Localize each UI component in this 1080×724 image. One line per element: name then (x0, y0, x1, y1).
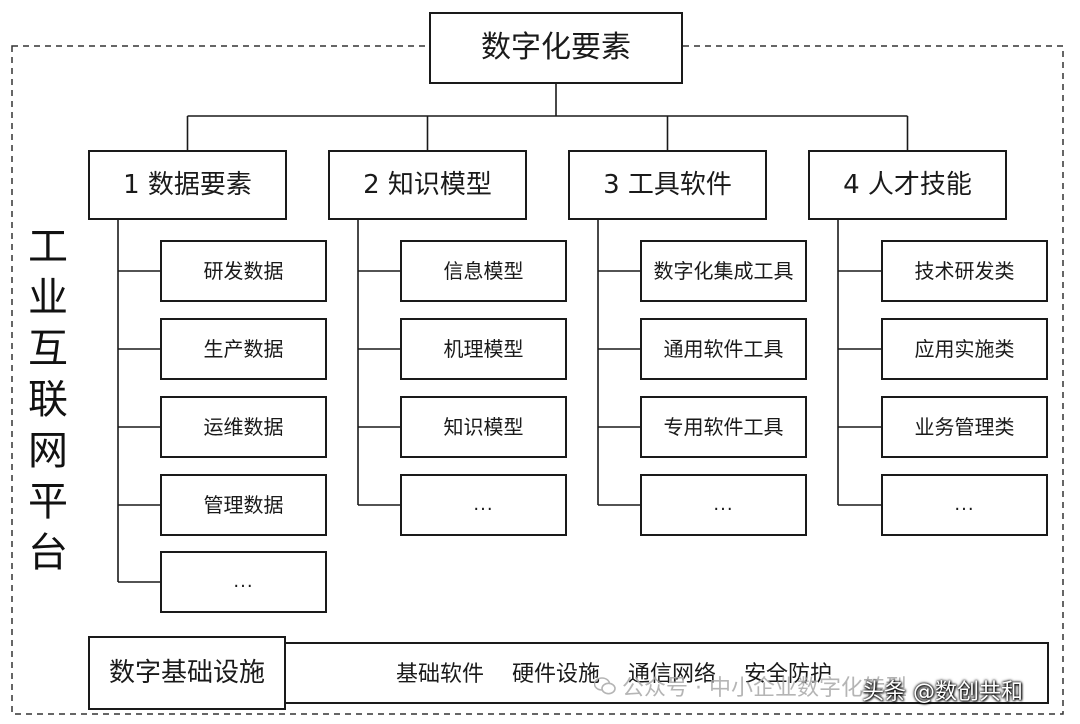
leaf-node: 知识模型 (400, 396, 567, 458)
connector-lines (117, 84, 909, 583)
leaf-label: 运维数据 (203, 414, 284, 439)
leaf-label: ... (473, 493, 494, 515)
category-label: 4 人才技能 (843, 169, 972, 200)
platform-label-char: 台 (28, 530, 68, 576)
category-label: 1 数据要素 (123, 169, 252, 200)
platform-dashed-frame (11, 45, 1064, 715)
watermark-wechat-text: 公众号 · 中小企业数字化转型 (622, 676, 907, 701)
leaf-node-more: ... (640, 474, 807, 536)
infrastructure-title: 数字基础设施 (88, 636, 286, 710)
leaf-label: 专用软件工具 (663, 414, 784, 439)
leaf-label: ... (954, 493, 975, 515)
wechat-icon (594, 677, 616, 695)
platform-label-char: 网 (28, 428, 68, 474)
leaf-node: 管理数据 (160, 474, 327, 536)
leaf-label: 通用软件工具 (663, 336, 784, 361)
infrastructure-item: 安全防护 (744, 662, 833, 687)
leaf-label: 数字化集成 (653, 258, 754, 283)
category-node: 3 工具软件 (568, 150, 767, 220)
category-node: 4 人才技能 (808, 150, 1007, 220)
leaf-node-more: ... (881, 474, 1048, 536)
category-node: 2 知识模型 (328, 150, 527, 220)
leaf-node: 生产数据 (160, 318, 327, 380)
leaf-node-more: ... (160, 551, 327, 613)
category-label: 2 知识模型 (363, 169, 492, 200)
leaf-label: 研发数据 (203, 258, 284, 283)
leaf-node: 应用实施类 (881, 318, 1048, 380)
leaf-label: 生产数据 (203, 336, 284, 361)
leaf-label: ... (233, 570, 254, 592)
platform-label-char: 互 (28, 326, 68, 372)
watermark-toutiao: 头条 @数创共和 (862, 680, 1023, 705)
infrastructure-item: 通信网络 (628, 662, 717, 687)
leaf-label: 知识模型 (443, 414, 524, 439)
leaf-node: 数字化集成工具 (640, 240, 807, 302)
leaf-label: 机理模型 (443, 336, 524, 361)
platform-label-char: 平 (28, 479, 68, 525)
leaf-node: 通用软件工具 (640, 318, 807, 380)
leaf-label: 应用实施类 (914, 336, 1015, 361)
category-label: 3 工具软件 (603, 169, 732, 200)
leaf-node: 专用软件工具 (640, 396, 807, 458)
category-node: 1 数据要素 (88, 150, 287, 220)
infrastructure-item: 基础软件 (396, 662, 485, 687)
leaf-node: 研发数据 (160, 240, 327, 302)
leaf-label: ... (713, 493, 734, 515)
leaf-label: 业务管理类 (914, 414, 1015, 439)
root-node: 数字化要素 (429, 12, 683, 84)
leaf-node-more: ... (400, 474, 567, 536)
leaf-label: 管理数据 (203, 492, 284, 517)
leaf-node: 运维数据 (160, 396, 327, 458)
leaf-node: 业务管理类 (881, 396, 1048, 458)
platform-label-char: 联 (28, 377, 68, 423)
platform-label: 工业互联网平台 (22, 222, 74, 579)
leaf-node: 技术研发类 (881, 240, 1048, 302)
leaf-node: 信息模型 (400, 240, 567, 302)
watermark-wechat: 公众号 · 中小企业数字化转型 (594, 670, 907, 702)
root-label: 数字化要素 (481, 30, 631, 66)
leaf-node: 机理模型 (400, 318, 567, 380)
platform-label-char: 业 (28, 275, 68, 321)
leaf-label: 信息模型 (443, 258, 524, 283)
infrastructure-items: 基础软件 硬件设施 通信网络 安全防护 (396, 652, 832, 692)
platform-label-char: 工 (28, 224, 68, 270)
leaf-label: 工具 (753, 258, 794, 283)
infrastructure-item: 硬件设施 (512, 662, 601, 687)
leaf-label: 技术研发类 (914, 258, 1015, 283)
